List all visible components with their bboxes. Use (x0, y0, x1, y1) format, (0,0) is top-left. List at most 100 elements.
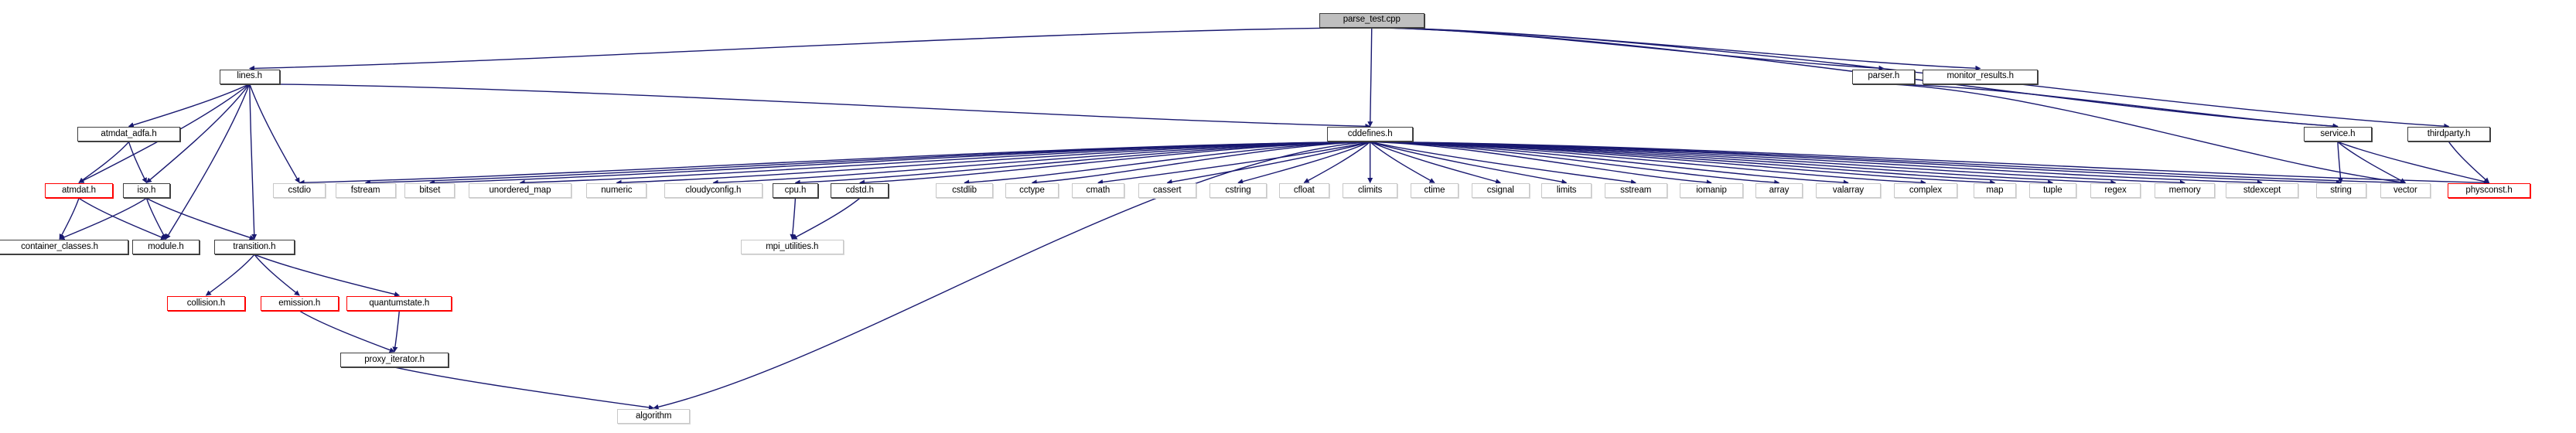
graph-node-label: tuple (2043, 186, 2063, 196)
graph-node-algorithm[interactable]: algorithm (617, 408, 691, 424)
graph-edge-quantumstate-to-proxy_iterator (392, 310, 401, 353)
graph-edge-service-to-string (2337, 141, 2343, 184)
graph-node-valarray[interactable]: valarray (1815, 183, 1882, 199)
graph-node-proxy_iterator[interactable]: proxy_iterator.h (340, 352, 449, 367)
graph-node-atmdat_adfa[interactable]: atmdat_adfa.h (77, 127, 181, 142)
graph-node-sstream[interactable]: sstream (1604, 183, 1667, 199)
graph-node-label: numeric (601, 186, 633, 196)
graph-node-cpu[interactable]: cpu.h (773, 183, 818, 199)
graph-edge-lines-to-module (165, 84, 251, 240)
graph-node-label: cdstd.h (845, 186, 874, 196)
graph-node-label: proxy_iterator.h (364, 354, 425, 364)
graph-node-collision[interactable]: collision.h (167, 296, 245, 312)
graph-node-vector[interactable]: vector (2380, 183, 2431, 199)
graph-edge-cddefines-to-limits (1370, 141, 1568, 185)
graph-node-map[interactable]: map (1973, 183, 2017, 199)
graph-node-array[interactable]: array (1755, 183, 1803, 199)
graph-node-string[interactable]: string (2315, 183, 2366, 199)
graph-edge-cddefines-to-complex (1370, 141, 1926, 186)
graph-edge-cddefines-to-physconst (1370, 141, 2490, 186)
graph-node-climits[interactable]: climits (1342, 183, 1398, 199)
graph-edge-cddefines-to-tuple (1370, 141, 2054, 186)
graph-node-cstdlib[interactable]: cstdlib (935, 183, 994, 199)
graph-node-monitor_results[interactable]: monitor_results.h (1923, 69, 2039, 84)
graph-node-cstdio[interactable]: cstdio (273, 183, 326, 199)
graph-node-parser[interactable]: parser.h (1852, 69, 1916, 84)
graph-node-quantumstate[interactable]: quantumstate.h (346, 296, 452, 312)
graph-edge-cdstd-to-mpi_utilities (791, 197, 861, 240)
graph-node-iso[interactable]: iso.h (122, 183, 171, 199)
graph-node-regex[interactable]: regex (2090, 183, 2141, 199)
graph-node-stdexcept[interactable]: stdexcept (2225, 183, 2299, 199)
graph-edge-transition-to-collision (205, 254, 255, 296)
graph-node-label: valarray (1832, 186, 1865, 196)
graph-node-label: memory (2168, 186, 2201, 196)
graph-node-label: cfloat (1293, 186, 1315, 196)
graph-node-mpi_utilities[interactable]: mpi_utilities.h (740, 240, 844, 255)
graph-node-limits[interactable]: limits (1541, 183, 1592, 199)
graph-node-label: vector (2393, 186, 2417, 196)
graph-edge-iso-to-container_classes (59, 197, 147, 240)
graph-node-label: ctime (1424, 186, 1445, 196)
graph-edge-cddefines-to-cstdio (299, 141, 1370, 186)
graph-edge-cddefines-to-algorithm (653, 141, 1370, 410)
graph-edge-cddefines-to-stdexcept (1370, 141, 2263, 186)
graph-edge-cpu-to-mpi_utilities (790, 198, 797, 240)
graph-edge-cddefines-to-vector (1370, 141, 2407, 186)
graph-node-container_classes[interactable]: container_classes.h (0, 240, 129, 255)
graph-node-label: limits (1556, 186, 1577, 196)
graph-node-cstring[interactable]: cstring (1209, 183, 1268, 199)
graph-node-label: cstring (1225, 186, 1251, 196)
graph-node-label: quantumstate.h (369, 298, 430, 308)
graph-node-thirdparty[interactable]: thirdparty.h (2407, 127, 2491, 142)
graph-edge-cddefines-to-csignal (1370, 141, 1501, 185)
graph-node-cfloat[interactable]: cfloat (1278, 183, 1329, 199)
graph-node-bitset[interactable]: bitset (404, 183, 455, 199)
graph-edge-atmdat_adfa-to-iso (128, 141, 148, 183)
graph-edge-cddefines-to-cassert (1166, 141, 1370, 185)
graph-edge-cddefines-to-numeric (616, 141, 1370, 186)
graph-node-tuple[interactable]: tuple (2028, 183, 2077, 199)
graph-node-label: cpu.h (784, 186, 807, 196)
graph-edge-cddefines-to-cfloat (1303, 141, 1371, 183)
graph-node-label: lines.h (237, 71, 262, 81)
graph-node-service[interactable]: service.h (2304, 127, 2372, 142)
graph-node-parse_test[interactable]: parse_test.cpp (1319, 12, 1424, 28)
graph-node-atmdat[interactable]: atmdat.h (45, 183, 113, 199)
graph-node-label: bitset (419, 186, 441, 196)
graph-node-ctime[interactable]: ctime (1411, 183, 1459, 199)
graph-node-label: physconst.h (2465, 186, 2513, 196)
graph-node-label: iso.h (137, 186, 156, 196)
graph-node-complex[interactable]: complex (1894, 183, 1957, 199)
graph-edge-cddefines-to-bitset (429, 141, 1370, 186)
graph-edge-proxy_iterator-to-algorithm (394, 367, 654, 411)
graph-edge-parser-to-service (1883, 83, 2339, 129)
graph-edge-cddefines-to-ctime (1370, 141, 1435, 183)
graph-edge-service-to-vector (2337, 141, 2406, 183)
graph-edge-cddefines-to-cloudyconfig (712, 141, 1370, 186)
graph-node-csignal[interactable]: csignal (1471, 183, 1530, 199)
graph-node-cdstd[interactable]: cdstd.h (831, 183, 889, 199)
graph-node-lines[interactable]: lines.h (219, 69, 280, 84)
graph-node-unordered_map[interactable]: unordered_map (468, 183, 572, 199)
graph-edge-iso-to-transition (146, 197, 255, 240)
graph-node-module[interactable]: module.h (131, 240, 200, 255)
graph-node-label: atmdat.h (62, 186, 96, 196)
graph-node-iomanip[interactable]: iomanip (1680, 183, 1743, 199)
graph-node-memory[interactable]: memory (2155, 183, 2216, 199)
graph-node-cctype[interactable]: cctype (1005, 183, 1059, 199)
graph-node-cddefines[interactable]: cddefines.h (1327, 127, 1413, 142)
graph-edge-service-to-physconst (2337, 141, 2490, 185)
graph-node-emission[interactable]: emission.h (260, 296, 339, 312)
graph-node-cloudyconfig[interactable]: cloudyconfig.h (664, 183, 763, 199)
graph-node-fstream[interactable]: fstream (335, 183, 396, 199)
graph-edge-iso-to-module (145, 198, 167, 240)
graph-node-numeric[interactable]: numeric (586, 183, 647, 199)
graph-node-label: monitor_results.h (1947, 71, 2014, 81)
graph-node-transition[interactable]: transition.h (213, 240, 295, 255)
graph-node-cassert[interactable]: cassert (1138, 183, 1196, 199)
graph-node-cmath[interactable]: cmath (1071, 183, 1124, 199)
graph-node-label: thirdparty.h (2427, 129, 2471, 139)
graph-node-label: emission.h (278, 298, 321, 308)
graph-node-physconst[interactable]: physconst.h (2447, 183, 2531, 199)
